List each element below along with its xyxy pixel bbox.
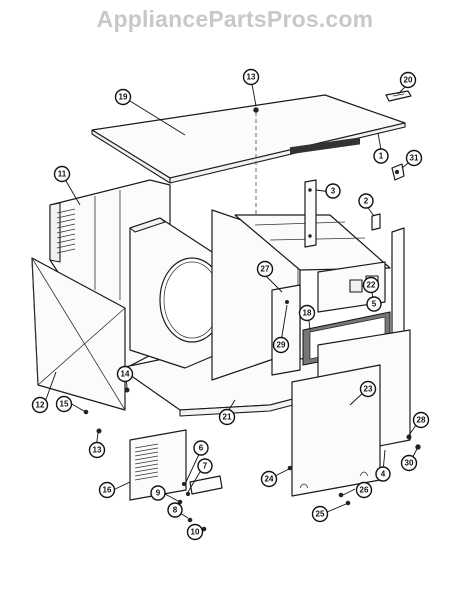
callout-30[interactable]: 30	[400, 454, 418, 472]
callout-label: 1	[379, 152, 384, 161]
callout-31[interactable]: 31	[405, 149, 423, 167]
callout-label: 4	[381, 470, 386, 479]
callout-3[interactable]: 3	[325, 183, 341, 199]
post-3	[304, 179, 317, 248]
callout-20[interactable]: 20	[399, 71, 417, 89]
callout-label: 20	[404, 76, 413, 85]
callout-label: 7	[203, 462, 208, 471]
callout-22[interactable]: 22	[362, 276, 380, 294]
callout-label: 14	[121, 370, 130, 379]
callout-label: 13	[93, 446, 102, 455]
panel-27	[271, 284, 301, 376]
callout-4[interactable]: 4	[375, 466, 391, 482]
top-panel	[91, 94, 406, 184]
callout-14[interactable]: 14	[116, 365, 134, 383]
screw-28	[406, 434, 412, 440]
callout-label: 18	[303, 309, 312, 318]
callout-18[interactable]: 18	[298, 304, 316, 322]
callout-12[interactable]: 12	[31, 396, 49, 414]
screw-15	[83, 409, 89, 415]
callout-25[interactable]: 25	[311, 505, 329, 523]
callout-label: 24	[265, 475, 274, 484]
callout-label: 25	[316, 510, 325, 519]
callout-label: 11	[58, 170, 67, 179]
callout-label: 29	[277, 341, 286, 350]
screw-30	[415, 444, 421, 450]
screw-8	[177, 499, 183, 505]
screw-13-bottom	[96, 428, 102, 434]
blower-shroud	[129, 217, 233, 369]
callout-label: 19	[119, 93, 128, 102]
callout-28[interactable]: 28	[412, 411, 430, 429]
screw-26	[338, 492, 344, 498]
bracket-6-7	[181, 475, 223, 497]
callout-23[interactable]: 23	[359, 380, 377, 398]
bracket-2	[371, 213, 381, 231]
callout-13-bottom[interactable]: 13	[88, 441, 106, 459]
screw-9	[187, 517, 193, 523]
front-panel-12	[31, 257, 126, 411]
callout-9[interactable]: 9	[150, 485, 166, 501]
callout-label: 30	[405, 459, 414, 468]
callout-16[interactable]: 16	[98, 481, 116, 499]
callout-label: 16	[103, 486, 112, 495]
callout-label: 15	[60, 400, 69, 409]
callout-label: 6	[199, 444, 204, 453]
callout-label: 21	[223, 413, 232, 422]
callout-label: 22	[367, 281, 376, 290]
callout-5[interactable]: 5	[366, 296, 382, 312]
callout-19[interactable]: 19	[114, 88, 132, 106]
callout-label: 23	[364, 385, 373, 394]
screw-24	[287, 465, 293, 471]
callout-label: 26	[360, 486, 369, 495]
screw-14	[124, 387, 130, 393]
callout-label: 28	[417, 416, 426, 425]
callout-13-top[interactable]: 13	[242, 68, 260, 86]
callout-2[interactable]: 2	[358, 193, 374, 209]
callout-label: 2	[364, 197, 369, 206]
callout-11[interactable]: 11	[53, 165, 71, 183]
callout-7[interactable]: 7	[197, 458, 213, 474]
callout-27[interactable]: 27	[256, 260, 274, 278]
callout-label: 12	[36, 401, 45, 410]
clip-31	[391, 163, 405, 181]
callout-21[interactable]: 21	[218, 408, 236, 426]
callout-label: 3	[331, 187, 336, 196]
lower-grille-16	[129, 429, 187, 501]
screw-25	[345, 500, 351, 506]
callout-label: 27	[261, 265, 270, 274]
watermark-text: AppliancePartsPros.com	[96, 6, 374, 32]
callout-label: 31	[410, 154, 419, 163]
callout-29[interactable]: 29	[272, 336, 290, 354]
callout-label: 13	[247, 73, 256, 82]
callout-24[interactable]: 24	[260, 470, 278, 488]
callout-label: 5	[372, 300, 377, 309]
callout-label: 10	[191, 528, 200, 537]
callout-1[interactable]: 1	[373, 148, 389, 164]
callout-6[interactable]: 6	[193, 440, 209, 456]
callout-label: 8	[173, 506, 178, 515]
screw-13-top	[253, 107, 259, 113]
callout-15[interactable]: 15	[55, 395, 73, 413]
callout-8[interactable]: 8	[167, 502, 183, 518]
bracket-20	[385, 90, 412, 102]
callout-26[interactable]: 26	[355, 481, 373, 499]
callout-10[interactable]: 10	[186, 523, 204, 541]
callout-label: 9	[156, 489, 161, 498]
